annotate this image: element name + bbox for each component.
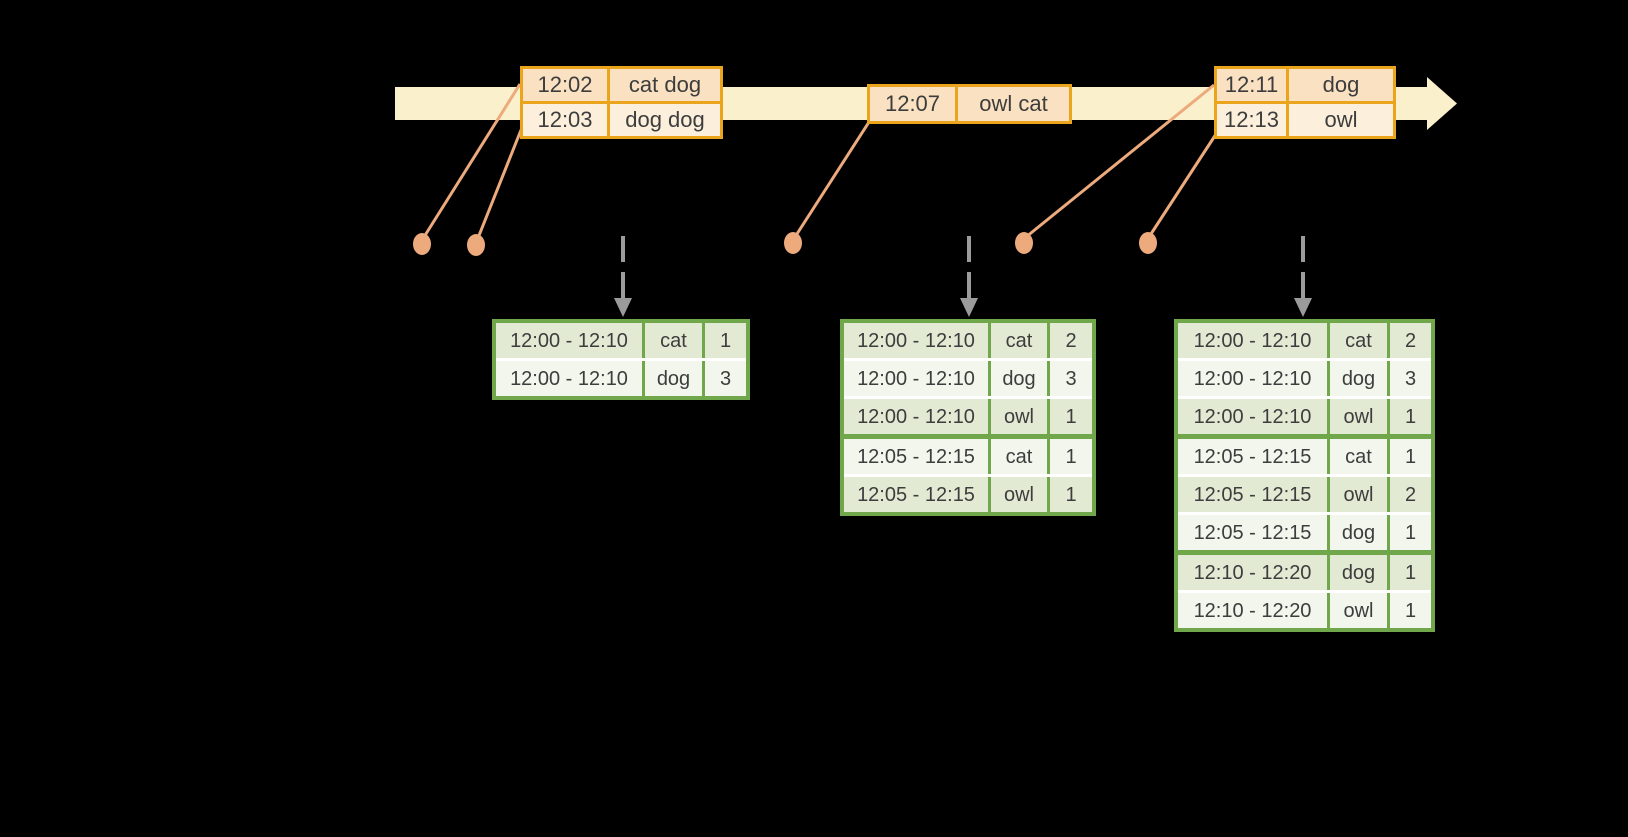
window-cell: 12:00 - 12:10 — [844, 361, 988, 396]
window-cell: 12:00 - 12:10 — [1178, 399, 1327, 434]
event-dot — [467, 234, 485, 256]
event-connector-line — [476, 129, 523, 239]
count-cell: 1 — [1050, 439, 1092, 474]
word-cell: cat — [1330, 323, 1387, 358]
word-cell: cat — [1330, 439, 1387, 474]
count-cell: 1 — [1390, 515, 1431, 550]
window-cell: 12:05 - 12:15 — [1178, 439, 1327, 474]
words-cell: dog — [1289, 69, 1393, 101]
word-cell: cat — [645, 323, 702, 358]
word-cell: owl — [1330, 593, 1387, 628]
count-cell: 1 — [1390, 555, 1431, 590]
event-connector-line — [1025, 83, 1215, 239]
event-connector-line — [1147, 130, 1220, 238]
words-cell: cat dog — [610, 69, 720, 101]
word-cell: cat — [991, 323, 1047, 358]
trigger-arrow-icon — [1294, 236, 1312, 317]
word-cell: cat — [991, 439, 1047, 474]
word-cell: owl — [1330, 477, 1387, 512]
window-cell: 12:00 - 12:10 — [496, 323, 642, 358]
window-cell: 12:00 - 12:10 — [496, 361, 642, 396]
count-cell: 2 — [1050, 323, 1092, 358]
window-cell: 12:05 - 12:15 — [844, 439, 988, 474]
word-cell: owl — [991, 477, 1047, 512]
trigger-arrow-icon — [960, 236, 978, 317]
time-cell: 12:07 — [870, 87, 955, 121]
words-cell: dog dog — [610, 104, 720, 136]
count-cell: 1 — [705, 323, 746, 358]
count-cell: 1 — [1050, 477, 1092, 512]
time-cell: 12:13 — [1217, 104, 1286, 136]
event-dot — [1015, 232, 1033, 254]
count-cell: 2 — [1390, 477, 1431, 512]
word-cell: dog — [1330, 515, 1387, 550]
trigger-arrow-icon — [614, 236, 632, 317]
window-cell: 12:00 - 12:10 — [844, 323, 988, 358]
count-cell: 2 — [1390, 323, 1431, 358]
window-cell: 12:00 - 12:10 — [1178, 361, 1327, 396]
window-cell: 12:10 - 12:20 — [1178, 555, 1327, 590]
count-cell: 1 — [1050, 399, 1092, 434]
window-cell: 12:05 - 12:15 — [844, 477, 988, 512]
window-cell: 12:00 - 12:10 — [1178, 323, 1327, 358]
count-cell: 1 — [1390, 439, 1431, 474]
window-cell: 12:05 - 12:15 — [1178, 477, 1327, 512]
word-cell: dog — [991, 361, 1047, 396]
word-cell: dog — [1330, 361, 1387, 396]
count-cell: 1 — [1390, 399, 1431, 434]
words-cell: owl cat — [958, 87, 1069, 121]
count-cell: 3 — [1050, 361, 1092, 396]
time-cell: 12:11 — [1217, 69, 1286, 101]
word-cell: dog — [1330, 555, 1387, 590]
word-cell: dog — [645, 361, 702, 396]
word-cell: owl — [991, 399, 1047, 434]
time-cell: 12:03 — [523, 104, 607, 136]
count-cell: 3 — [705, 361, 746, 396]
event-connector-line — [793, 121, 871, 238]
event-connector-line — [422, 83, 522, 238]
window-cell: 12:10 - 12:20 — [1178, 593, 1327, 628]
event-dot — [784, 232, 802, 254]
window-cell: 12:05 - 12:15 — [1178, 515, 1327, 550]
count-cell: 3 — [1390, 361, 1431, 396]
time-cell: 12:02 — [523, 69, 607, 101]
event-dot — [1139, 232, 1157, 254]
words-cell: owl — [1289, 104, 1393, 136]
word-cell: owl — [1330, 399, 1387, 434]
count-cell: 1 — [1390, 593, 1431, 628]
event-dot — [413, 233, 431, 255]
timeline-arrowhead-icon — [1427, 77, 1457, 130]
window-cell: 12:00 - 12:10 — [844, 399, 988, 434]
